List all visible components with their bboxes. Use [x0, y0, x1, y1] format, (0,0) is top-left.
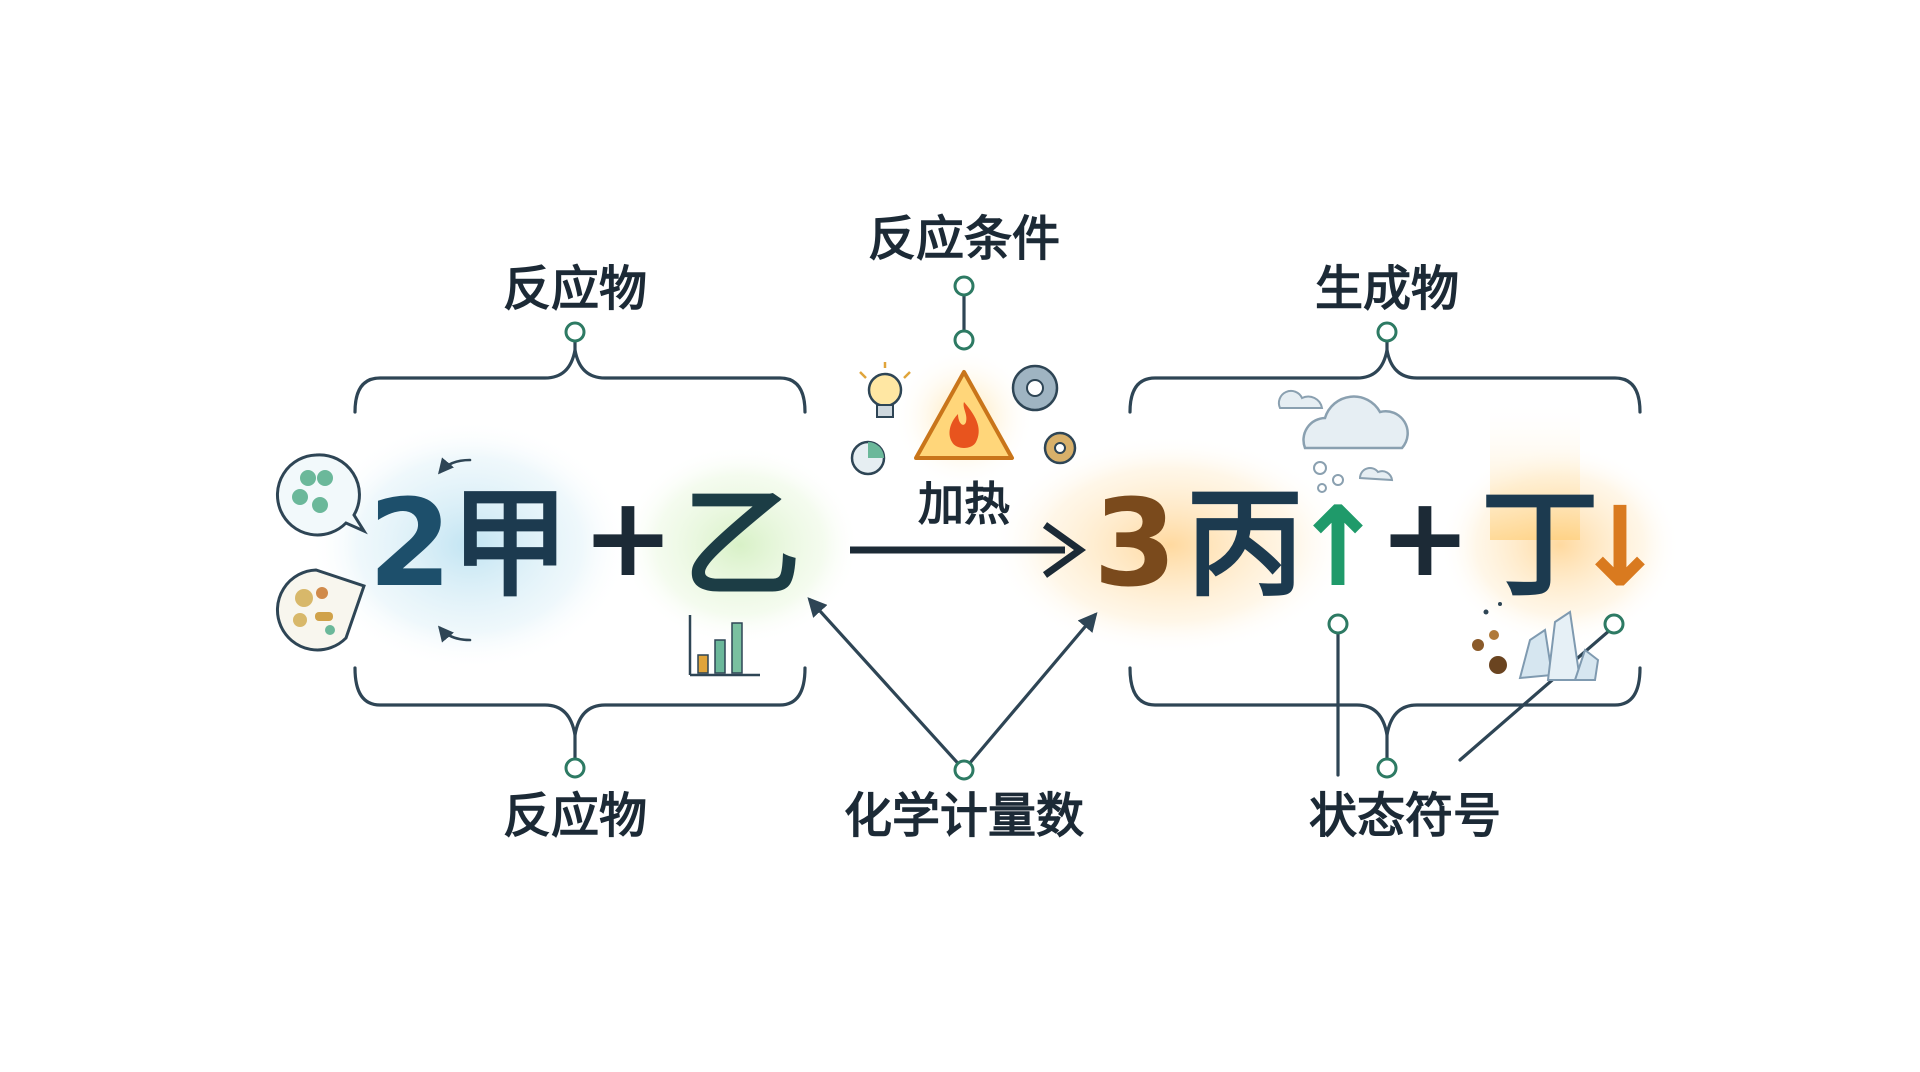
- reaction-arrow-head: [1042, 522, 1087, 578]
- plus-sign-1: +: [582, 473, 674, 601]
- small-gear-icon: [1043, 431, 1077, 465]
- coefficient-node: [953, 759, 975, 781]
- reactants-bottom-brace: [353, 666, 807, 737]
- flame-warning-icon: [914, 370, 1014, 460]
- reactants-bottom-node: [564, 757, 586, 779]
- gas-state-node: [1327, 613, 1349, 635]
- gas-beam: [1490, 400, 1580, 540]
- product-bing: 丙: [1186, 475, 1304, 613]
- coefficient-2: 2: [368, 475, 452, 614]
- product1-glow: [990, 435, 1350, 655]
- reactant1-glow: [310, 420, 630, 670]
- cloud-icon: [1277, 389, 1409, 493]
- sediment-icon: [1472, 602, 1507, 674]
- plus-sign-2: +: [1379, 473, 1471, 601]
- gas-arrow: ↑: [1292, 483, 1384, 611]
- precipitate-state-node: [1603, 613, 1625, 635]
- condition-title-label: 反应条件: [868, 211, 1060, 267]
- reactants-top-brace: [353, 348, 807, 414]
- gear-icon: [1011, 364, 1059, 412]
- condition-bottom-node: [953, 329, 975, 351]
- bubble-arrow-top: [438, 457, 472, 475]
- crystal-icon: [1518, 610, 1600, 681]
- state-symbol-label: 状态符号: [1309, 788, 1501, 844]
- products-bottom-node: [1376, 757, 1398, 779]
- lightbulb-icon: [859, 362, 911, 418]
- coefficient-3: 3: [1093, 475, 1177, 614]
- mixture-bubble-icon: [275, 568, 366, 652]
- bubble-arrow-bottom: [438, 625, 472, 643]
- coefficient-label: 化学计量数: [844, 788, 1084, 844]
- particle-bubble-icon: [275, 453, 368, 537]
- bar-chart-icon: [688, 615, 760, 677]
- products-top-brace: [1128, 348, 1642, 414]
- reactants-top-label: 反应物: [503, 261, 647, 317]
- precipitate-arrow: ↓: [1574, 483, 1666, 611]
- product-ding: 丁: [1481, 475, 1599, 613]
- reactant-jia: 甲: [451, 475, 569, 613]
- reactants-bottom-label: 反应物: [503, 788, 647, 844]
- pie-chart-icon: [850, 440, 886, 476]
- reactants-top-node: [564, 321, 586, 343]
- reactant-yi: 乙: [683, 475, 801, 613]
- products-top-node: [1376, 321, 1398, 343]
- products-top-label: 生成物: [1315, 261, 1459, 317]
- condition-top-node: [953, 275, 975, 297]
- reactant2-glow: [620, 445, 860, 645]
- condition-heat-label: 加热: [918, 477, 1010, 531]
